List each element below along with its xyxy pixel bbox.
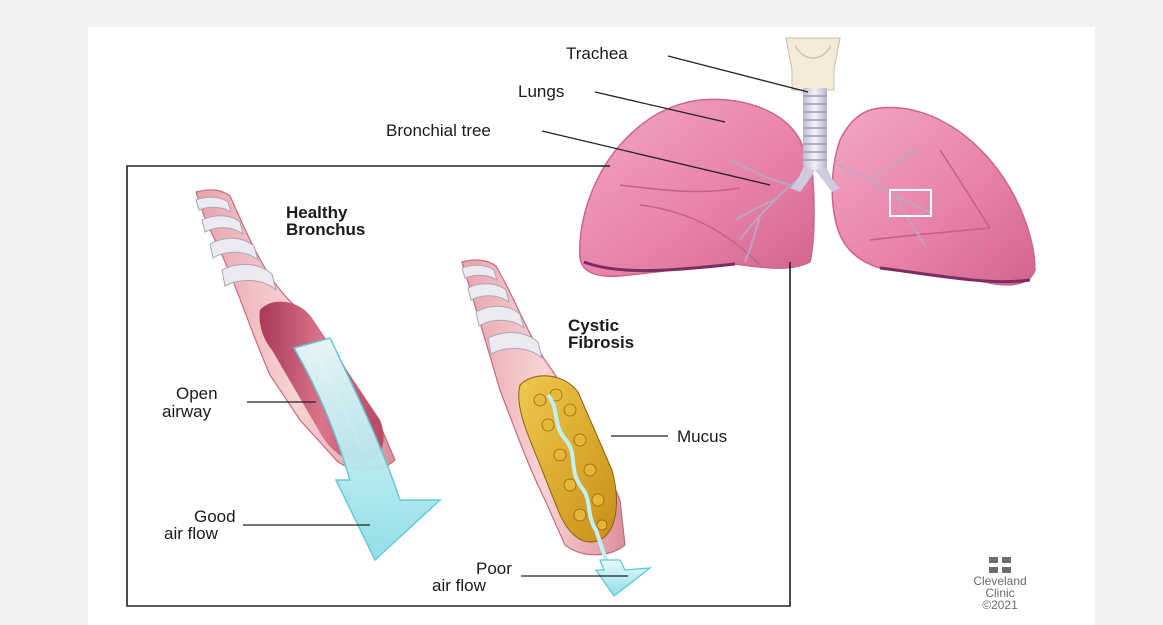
mucus-label: Mucus (677, 427, 727, 446)
good-air-flow-label-line2: air flow (164, 524, 218, 543)
healthy-bronchus-illustration (196, 190, 440, 560)
poor-air-flow-label-line2: air flow (432, 576, 486, 595)
open-airway-label-line1: Open (176, 384, 218, 403)
cystic-fibrosis-bronchus-illustration (462, 260, 650, 596)
trachea-label: Trachea (566, 44, 628, 63)
lungs-label: Lungs (518, 82, 564, 101)
cleveland-clinic-credit: Cleveland Clinic ©2021 (964, 557, 1036, 611)
open-airway-label-line2: airway (162, 402, 211, 421)
left-lung (580, 99, 814, 276)
healthy-bronchus-title-line2: Bronchus (286, 220, 365, 239)
bronchial-tree-label: Bronchial tree (386, 121, 491, 140)
right-lung (832, 108, 1035, 285)
cystic-fibrosis-title-line2: Fibrosis (568, 333, 634, 352)
copyright-text: ©2021 (964, 599, 1036, 611)
cleveland-clinic-logo-icon (989, 557, 1011, 573)
